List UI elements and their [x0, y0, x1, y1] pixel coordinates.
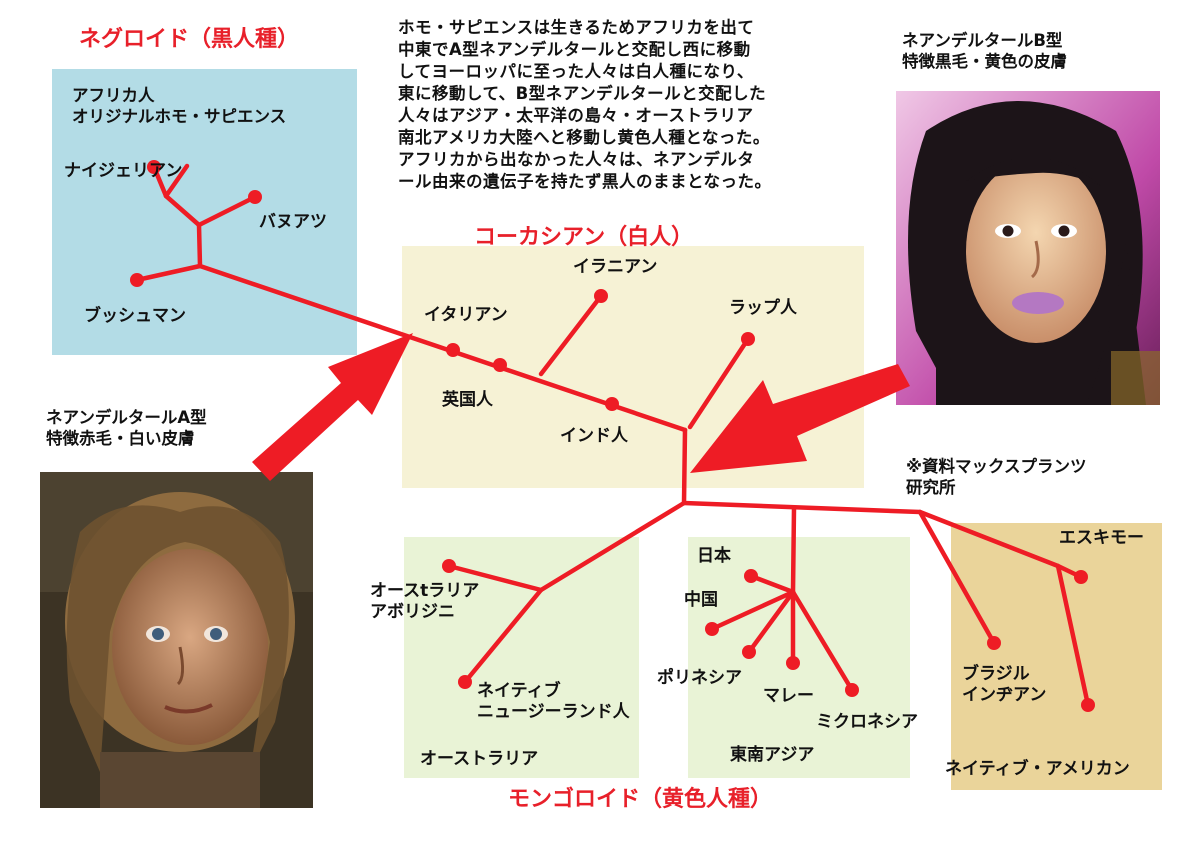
node-polynesia [742, 645, 756, 659]
node-bushman [130, 273, 144, 287]
node-china [705, 622, 719, 636]
label-polynesia: ポリネシア [657, 668, 742, 688]
label-japan: 日本 [697, 546, 731, 566]
node-malay [786, 656, 800, 670]
node-nigerian [147, 160, 161, 174]
arrow-neanderthal-b-icon [690, 364, 910, 473]
label-eskimo: エスキモー [1059, 528, 1144, 548]
arrow-neanderthal-a-icon [252, 333, 413, 481]
label-australia: オーストラリア [420, 749, 539, 769]
label-italian: イタリアン [424, 305, 508, 325]
mongoloid-title: モンゴロイド（黄色人種） [508, 787, 773, 812]
node-lapp [741, 332, 755, 346]
label-china: 中国 [684, 590, 718, 610]
label-bushman: ブッシュマン [84, 306, 186, 326]
caucasian-title: コーカシアン（白人） [474, 225, 694, 250]
neanderthal-b-portrait [896, 91, 1160, 405]
label-vanuatu: バヌアツ [259, 212, 327, 232]
node-eskimo [1074, 570, 1088, 584]
label-micronesia: ミクロネシア [816, 712, 918, 732]
label-english: 英国人 [442, 390, 493, 410]
tree-branches [134, 163, 1091, 708]
source-note: ※資料マックスプランツ 研究所 [906, 457, 1087, 497]
label-nigerian: ナイジェリアン [64, 161, 183, 181]
negroid-title: ネグロイド（黒人種） [79, 27, 300, 52]
label-lapp: ラップ人 [729, 298, 797, 318]
label-aboriginal: オースtラリア アボリジニ [370, 581, 480, 623]
label-native-american: ネイティブ・アメリカン [945, 759, 1130, 779]
label-maori: ネイティブ ニュージーランド人 [477, 681, 630, 723]
node-maori [458, 675, 472, 689]
node-micronesia [845, 683, 859, 697]
node-native-american [1081, 698, 1095, 712]
node-aboriginal [442, 559, 456, 573]
node-vanuatu [248, 190, 262, 204]
node-english [493, 358, 507, 372]
node-japan [744, 569, 758, 583]
label-brazil: ブラジル インヂアン [962, 664, 1047, 706]
explanation-text: ホモ・サピエンスは生きるためアフリカを出て 中東でA型ネアンデルタールと交配し西… [398, 18, 772, 191]
negroid-region [52, 69, 357, 355]
label-southeast-asia: 東南アジア [730, 745, 815, 765]
negroid-caption: アフリカ人 オリジナルホモ・サピエンス [72, 86, 287, 126]
node-indian [605, 397, 619, 411]
southeast-asia-region [688, 537, 910, 778]
node-brazil [987, 636, 1001, 650]
neanderthal-a-portrait [40, 472, 313, 808]
label-malay: マレー [763, 686, 814, 706]
node-italian [446, 343, 460, 357]
tree-nodes [130, 160, 1095, 712]
oceania-region [404, 537, 639, 778]
node-iranian [594, 289, 608, 303]
neanderthal-b-caption: ネアンデルタールB型 特徴黒毛・黄色の皮膚 [902, 31, 1067, 71]
label-iranian: イラニアン [573, 257, 658, 277]
label-indian: インド人 [560, 426, 628, 446]
neanderthal-a-caption: ネアンデルタールA型 特徴赤毛・白い皮膚 [46, 408, 207, 448]
